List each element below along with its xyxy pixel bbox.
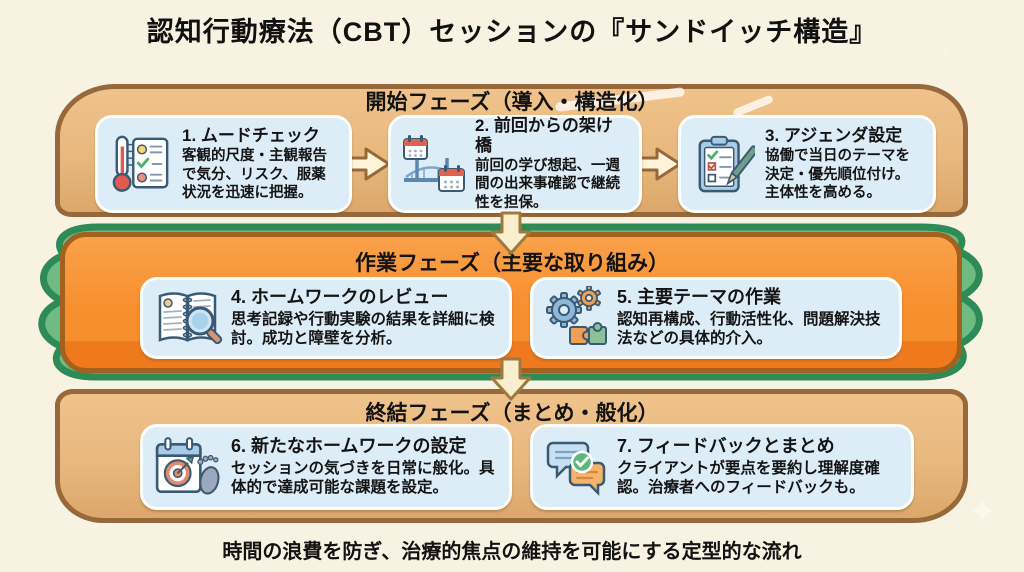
- sparkle-icon: ✦: [968, 493, 997, 531]
- step-body: 思考記録や行動実験の結果を詳細に検討。成功と障壁を分析。: [231, 310, 495, 348]
- page-title: 認知行動療法（CBT）セッションの『サンドイッチ構造』: [146, 17, 878, 47]
- step-title: 7. フィードバックとまとめ: [617, 436, 835, 457]
- step-body: クライアントが要点を要約し理解度確認。治療者へのフィードバックも。: [617, 459, 880, 497]
- arrow-right-icon: [638, 147, 682, 181]
- bottom-caption: 時間の浪費を防ぎ、治療的焦点の維持を可能にする定型的な流れ: [222, 541, 802, 563]
- sparkle-icon: ✦: [936, 41, 957, 68]
- arrow-right-icon: [347, 147, 391, 181]
- bridge-calendars-icon: [401, 131, 467, 197]
- closing-phase-header: 終結フェーズ（まとめ・般化）: [365, 402, 659, 425]
- step-title: 5. 主要テーマの作業: [617, 287, 782, 308]
- step-card-new-homework: 6. 新たなホームワークの設定 セッションの気づきを日常に般化。具体的で達成可能…: [140, 424, 512, 510]
- work-phase-header: 作業フェーズ（主要な取り組み）: [355, 252, 669, 275]
- step-card-mood-check: 1. ムードチェック 客観的尺度・主観報告で気分、リスク、服薬状況を迅速に把握。: [95, 115, 352, 213]
- step-card-agenda: 3. アジェンダ設定 協働で当日のテーマを決定・優先順位付け。主体性を高める。: [678, 115, 936, 213]
- clipboard-pen-icon: [691, 130, 757, 198]
- step-card-bridge: 2. 前回からの架け橋 前回の学び想起、一週間の出来事確認で継続性を担保。: [388, 115, 642, 213]
- step-title: 1. ムードチェック: [182, 125, 320, 145]
- arrow-down-icon: [490, 211, 532, 255]
- step-body: 協働で当日のテーマを決定・優先順位付け。主体性を高める。: [765, 148, 910, 201]
- arrow-down-icon: [490, 357, 532, 401]
- calendar-target-footprint-icon: [153, 434, 223, 500]
- step-title: 4. ホームワークのレビュー: [231, 287, 449, 308]
- step-title: 6. 新たなホームワークの設定: [231, 436, 467, 457]
- step-body: 前回の学び想起、一週間の出来事確認で継続性を担保。: [475, 158, 620, 211]
- step-body: 客観的尺度・主観報告で気分、リスク、服薬状況を迅速に把握。: [182, 148, 327, 201]
- step-card-main-theme: 5. 主要テーマの作業 認知再構成、行動活性化、問題解決技法などの具体的介入。: [530, 277, 902, 359]
- thermometer-mood-sheet-icon: [108, 128, 174, 200]
- step-title: 3. アジェンダ設定: [765, 125, 903, 145]
- step-body: 認知再構成、行動活性化、問題解決技法などの具体的介入。: [617, 310, 881, 348]
- chat-bubbles-check-icon: [543, 435, 609, 499]
- step-card-homework-review: 4. ホームワークのレビュー 思考記録や行動実験の結果を詳細に検討。成功と障壁を…: [140, 277, 512, 359]
- opening-phase-header: 開始フェーズ（導入・構造化）: [365, 91, 659, 114]
- step-title: 2. 前回からの架け橋: [475, 116, 613, 155]
- gears-puzzle-icon: [543, 286, 609, 350]
- step-card-feedback: 7. フィードバックとまとめ クライアントが要点を要約し理解度確認。治療者へのフ…: [530, 424, 914, 510]
- step-body: セッションの気づきを日常に般化。具体的で達成可能な課題を設定。: [231, 459, 495, 497]
- notebook-magnifier-icon: [153, 286, 223, 350]
